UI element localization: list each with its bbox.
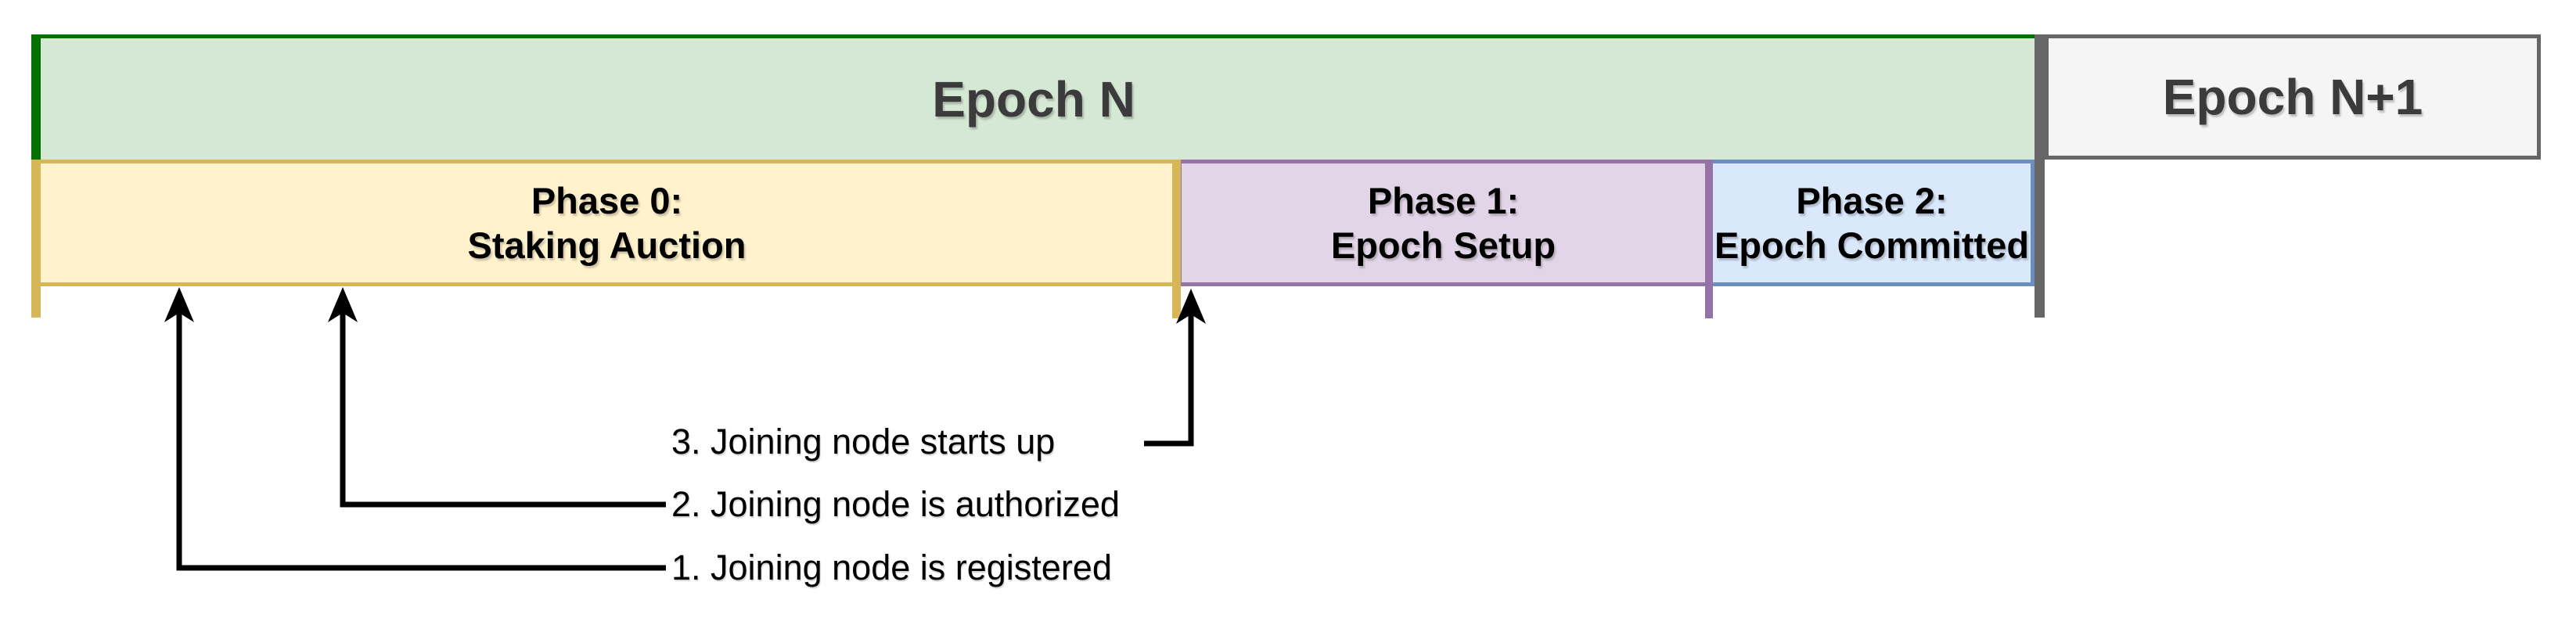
phase-0-start-marker xyxy=(31,160,41,318)
phase-1-box: Phase 1: Epoch Setup xyxy=(1178,160,1709,286)
phase-1-subtitle: Epoch Setup xyxy=(1330,224,1556,266)
annotation-arrow-3 xyxy=(1144,289,1206,447)
phase-2-title: Phase 2: xyxy=(1796,180,1948,221)
epoch-n-start-marker xyxy=(31,34,41,160)
phase-0-subtitle: Staking Auction xyxy=(467,224,747,266)
annotation-arrow-1 xyxy=(164,287,666,571)
epoch-n1-label: Epoch N+1 xyxy=(2162,69,2423,125)
epoch-n-label: Epoch N xyxy=(932,70,1135,127)
annotation-label-3: 3. Joining node starts up xyxy=(671,422,1056,461)
phase-2-box: Phase 2: Epoch Committed xyxy=(1709,160,2035,286)
epoch-n-band: Epoch N xyxy=(33,34,2035,160)
phase-0-title: Phase 0: xyxy=(531,180,683,221)
annotation-label-1: 1. Joining node is registered xyxy=(671,548,1112,587)
annotation-label-2: 2. Joining node is authorized xyxy=(671,484,1120,524)
phase-0-end-marker xyxy=(1172,160,1181,318)
epoch-boundary-marker xyxy=(2035,34,2045,318)
epoch-n1-band: Epoch N+1 xyxy=(2045,34,2541,160)
phase-2-subtitle: Epoch Committed xyxy=(1714,224,2030,266)
phase-1-title: Phase 1: xyxy=(1367,180,1520,221)
annotation-arrow-2 xyxy=(328,287,666,508)
phase-1-end-marker xyxy=(1705,160,1713,318)
phase-0-box: Phase 0: Staking Auction xyxy=(36,160,1178,286)
